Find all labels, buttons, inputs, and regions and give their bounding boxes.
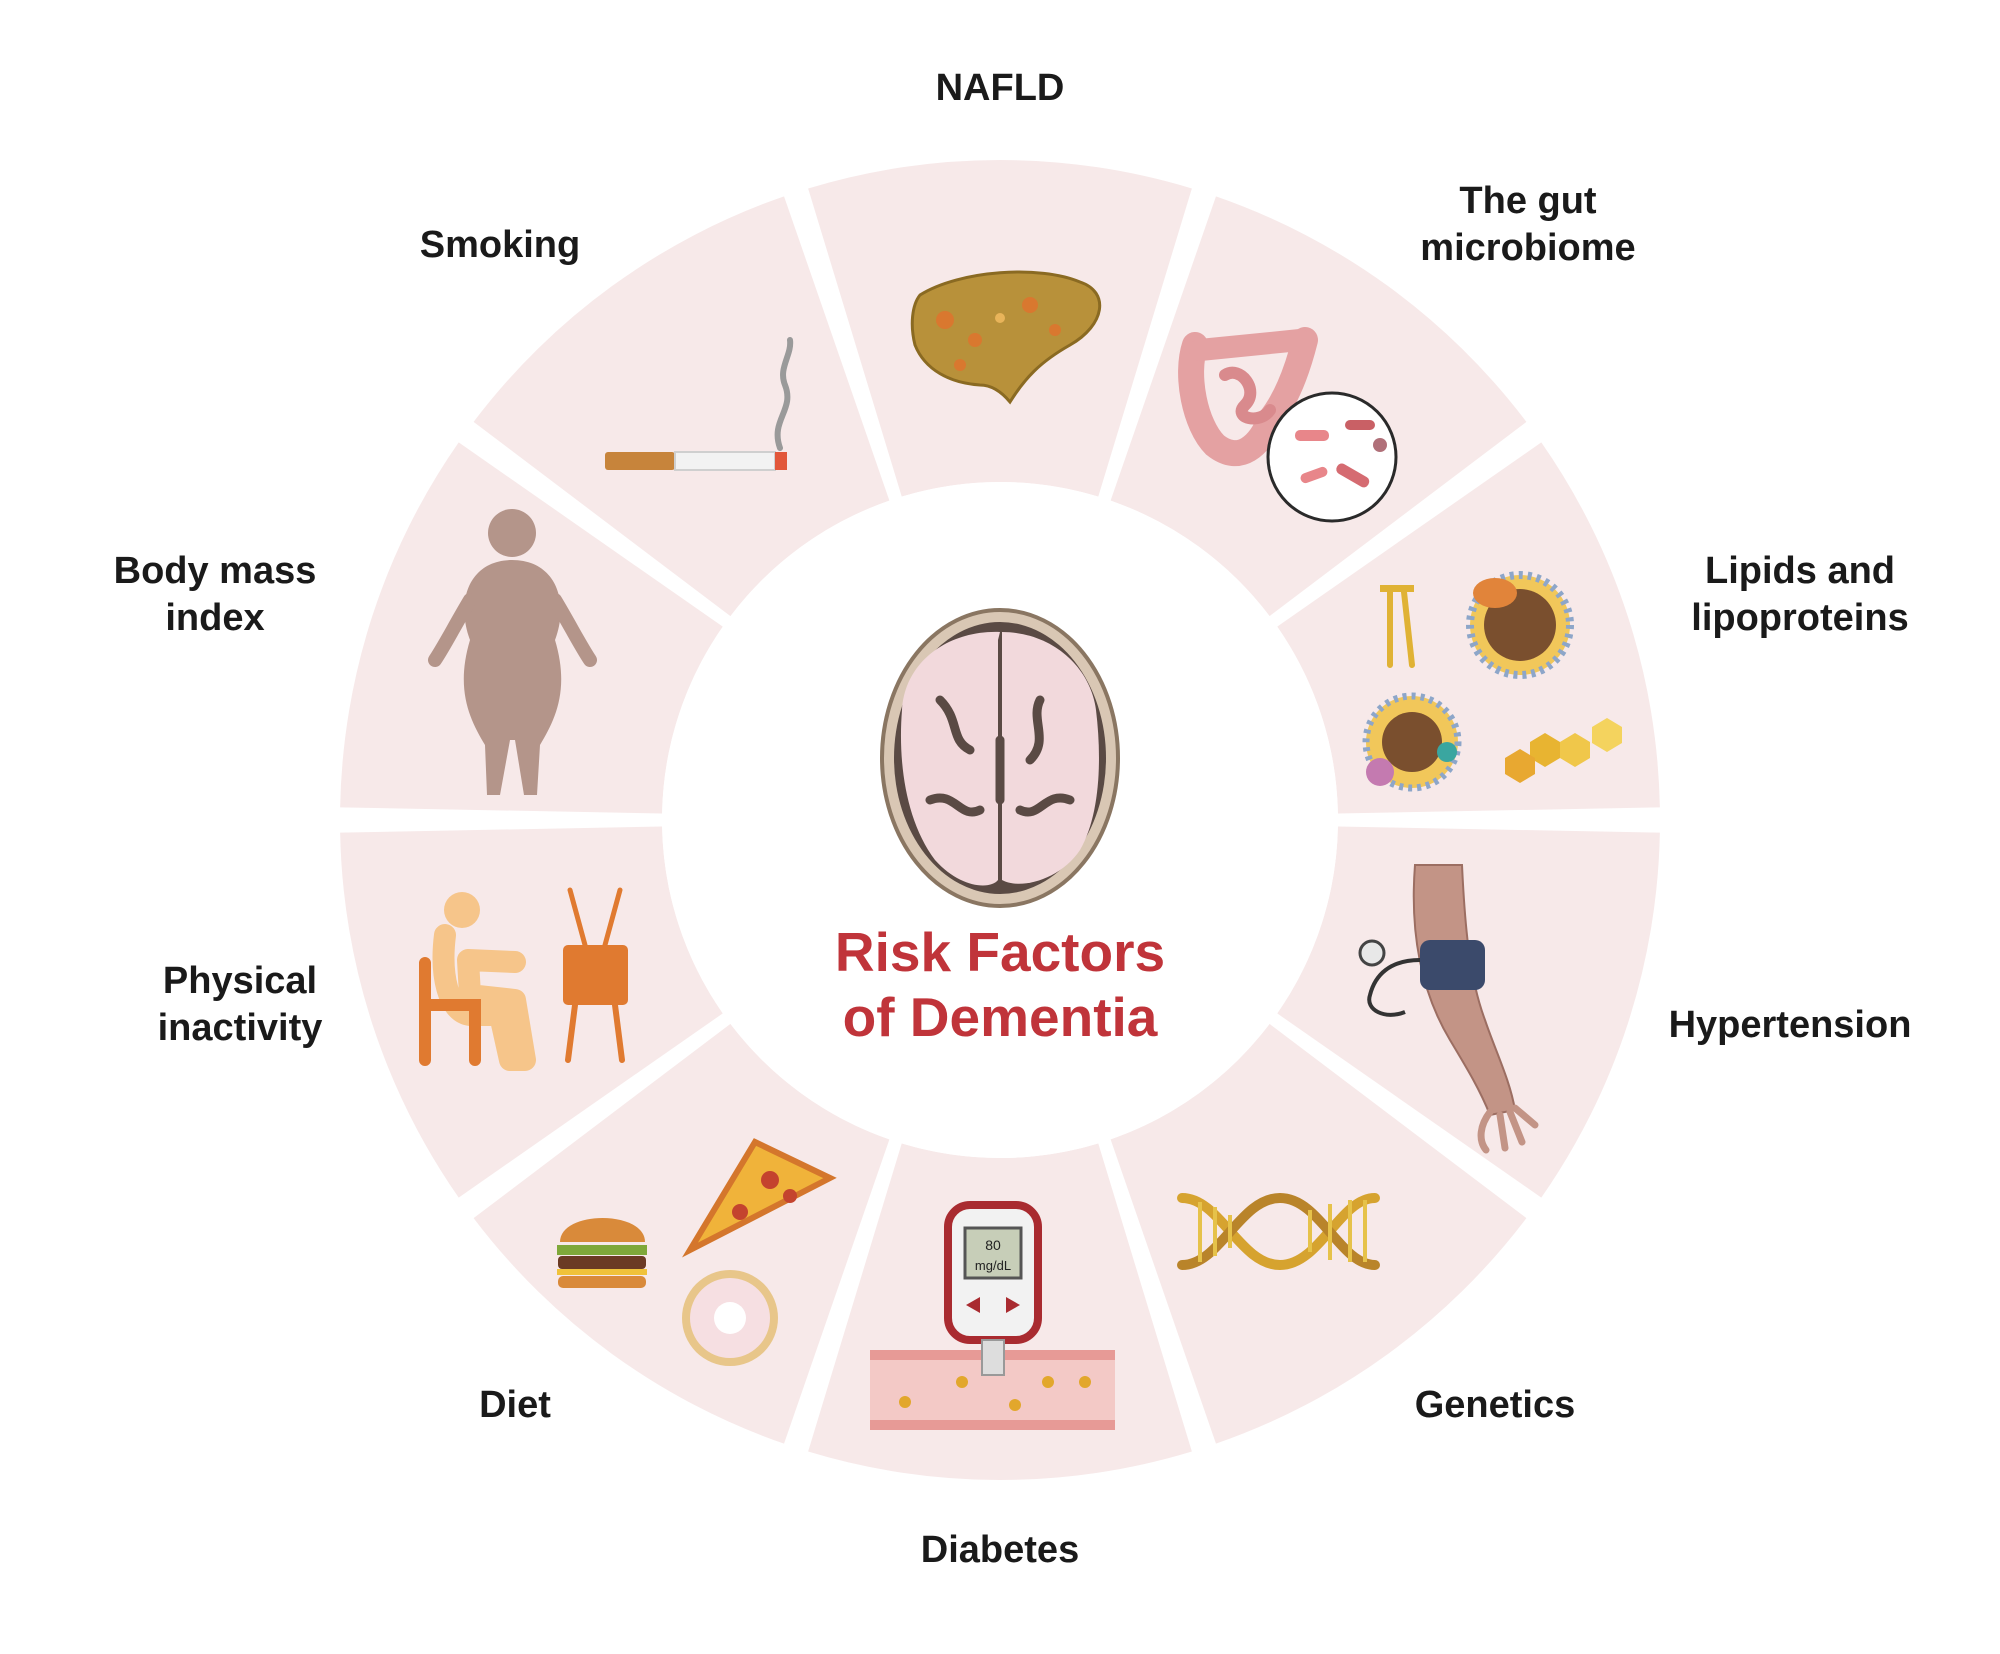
label-lipids-line: lipoproteins	[1691, 597, 1909, 639]
label-bmi-line: index	[165, 597, 265, 639]
blood-pressure-arm-icon	[1358, 864, 1539, 1154]
label-diabetes: Diabetes	[830, 1527, 1170, 1574]
obese-person-icon	[428, 509, 597, 795]
liver-icon	[910, 270, 1102, 405]
label-hypertension: Hypertension	[1620, 1002, 1960, 1049]
intestine-microbe-icon	[1178, 327, 1398, 523]
label-diet-line: Diet	[479, 1383, 551, 1426]
dna-icon	[1177, 1192, 1380, 1271]
label-gut-line: microbiome	[1420, 227, 1636, 269]
label-genetics: Genetics	[1325, 1382, 1665, 1429]
label-hypertension-line: Hypertension	[1668, 1003, 1912, 1046]
label-gut: The gut microbiome	[1358, 178, 1698, 272]
label-lipids: Lipids and lipoproteins	[1630, 548, 1970, 642]
label-diabetes-line: Diabetes	[920, 1528, 1080, 1571]
wheel-segments	[340, 160, 1660, 1480]
segment-physical	[340, 826, 723, 1198]
label-diet: Diet	[345, 1382, 685, 1429]
label-nafld-line: NAFLD	[935, 66, 1065, 109]
lipid-lipoprotein-icon	[1362, 571, 1622, 792]
title-line-2: of Dementia	[842, 986, 1158, 1048]
label-smoking-line: Smoking	[419, 223, 581, 266]
title-line-1: Risk Factors	[834, 921, 1166, 983]
label-gut-line: The gut	[1459, 180, 1597, 222]
brain-scan-icon	[880, 608, 1120, 908]
segment-smoking	[473, 196, 890, 617]
label-genetics-line: Genetics	[1414, 1383, 1576, 1426]
label-nafld: NAFLD	[830, 65, 1170, 112]
segment-genetics	[1110, 1023, 1527, 1444]
segment-diet	[473, 1023, 890, 1444]
diagram-title: Risk Factors of Dementia	[800, 920, 1200, 1050]
cigarette-icon	[605, 337, 794, 471]
sedentary-tv-icon	[419, 887, 628, 1071]
label-physical: Physical inactivity	[70, 958, 410, 1052]
glucometer-icon: 80 mg/dL	[870, 1201, 1115, 1430]
glucometer-unit: mg/dL	[975, 1258, 1011, 1273]
label-physical-line: Physical	[162, 960, 318, 1002]
label-bmi: Body mass index	[45, 548, 385, 642]
label-physical-line: inactivity	[157, 1007, 323, 1049]
label-lipids-line: Lipids and	[1705, 550, 1895, 592]
junk-food-icon	[557, 1138, 837, 1366]
label-bmi-line: Body mass	[113, 550, 317, 592]
label-smoking: Smoking	[330, 222, 670, 269]
glucometer-value: 80	[985, 1237, 1001, 1253]
